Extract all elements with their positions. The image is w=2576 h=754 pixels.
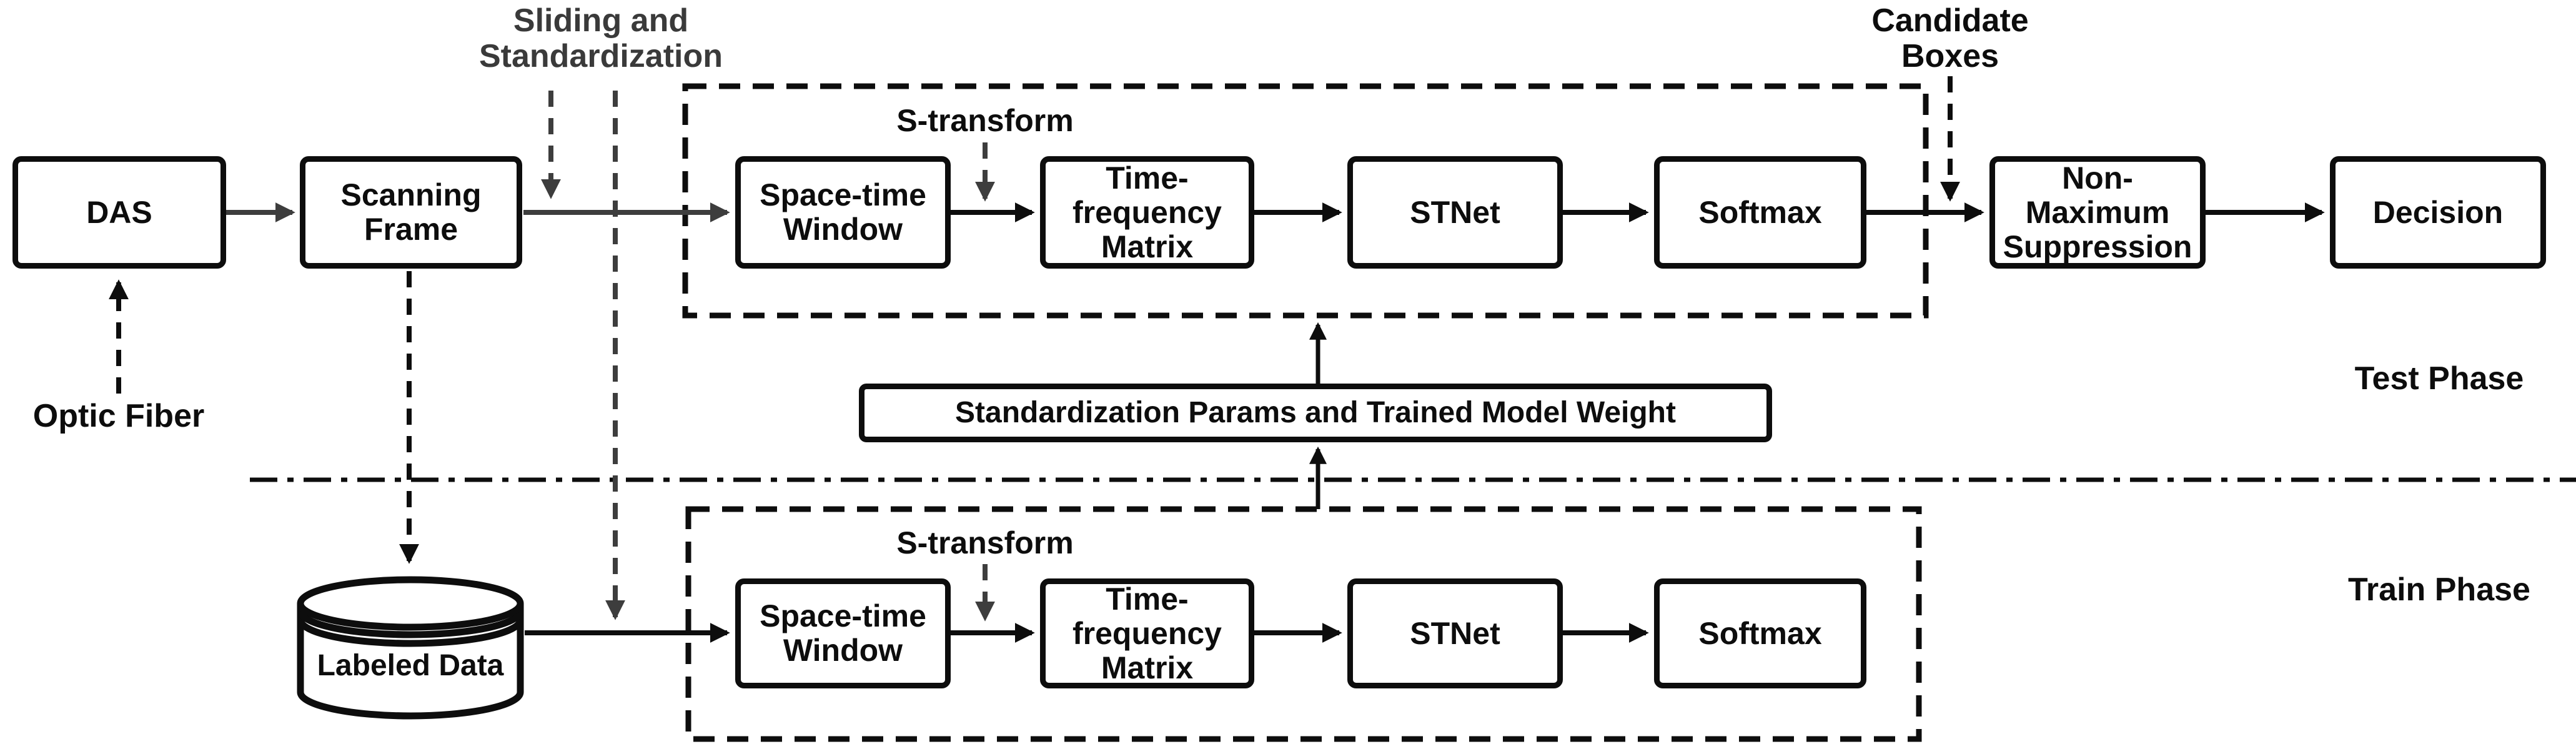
non-maximum-suppression-box: Non-Maximum Suppression: [1989, 156, 2206, 269]
optic-fiber-label: Optic Fiber: [32, 398, 205, 434]
time-frequency-matrix-test-box: Time-frequency Matrix: [1040, 156, 1254, 269]
standardization-params-label: Standardization Params and Trained Model…: [955, 395, 1676, 429]
stnet-test-box: STNet: [1347, 156, 1563, 269]
stnet-train-box: STNet: [1347, 578, 1563, 688]
stnet-test-label: STNet: [1410, 194, 1500, 230]
test-phase-frame: [682, 83, 1929, 319]
softmax-test-label: Softmax: [1698, 194, 1822, 230]
decision-box: Decision: [2330, 156, 2546, 269]
space-time-window-train-label: Space-time Window: [760, 598, 926, 668]
s-transform-train-label: S-transform: [896, 525, 1074, 560]
train-phase-label: Train Phase: [2348, 572, 2530, 608]
decision-label: Decision: [2372, 194, 2504, 230]
space-time-window-train-box: Space-time Window: [735, 578, 951, 688]
labeled-data-label: Labeled Data: [317, 649, 504, 682]
candidate-boxes-label: Candidate Boxes: [1871, 2, 2029, 75]
das-box: DAS: [12, 156, 226, 269]
space-time-window-test-box: Space-time Window: [735, 156, 951, 269]
standardization-params-box: Standardization Params and Trained Model…: [859, 384, 1772, 442]
softmax-train-label: Softmax: [1698, 615, 1822, 651]
sliding-standardization-label: Sliding and Standardization: [478, 2, 723, 75]
time-frequency-matrix-train-box: Time-frequency Matrix: [1040, 578, 1254, 688]
scanning-frame-label: Scanning Frame: [340, 177, 482, 247]
test-phase-label: Test Phase: [2354, 360, 2524, 397]
train-phase-frame: [685, 506, 1922, 742]
das-label: DAS: [86, 194, 152, 230]
scanning-frame-box: Scanning Frame: [300, 156, 522, 269]
labeled-data-cylinder: [297, 576, 524, 720]
stnet-train-label: STNet: [1410, 615, 1500, 651]
s-transform-test-label: S-transform: [896, 103, 1074, 138]
time-frequency-matrix-test-label: Time-frequency Matrix: [1073, 160, 1222, 264]
softmax-train-box: Softmax: [1654, 578, 1866, 688]
non-maximum-suppression-label: Non-Maximum Suppression: [2003, 160, 2192, 264]
time-frequency-matrix-train-label: Time-frequency Matrix: [1073, 581, 1222, 685]
space-time-window-test-label: Space-time Window: [760, 177, 926, 247]
softmax-test-box: Softmax: [1654, 156, 1866, 269]
